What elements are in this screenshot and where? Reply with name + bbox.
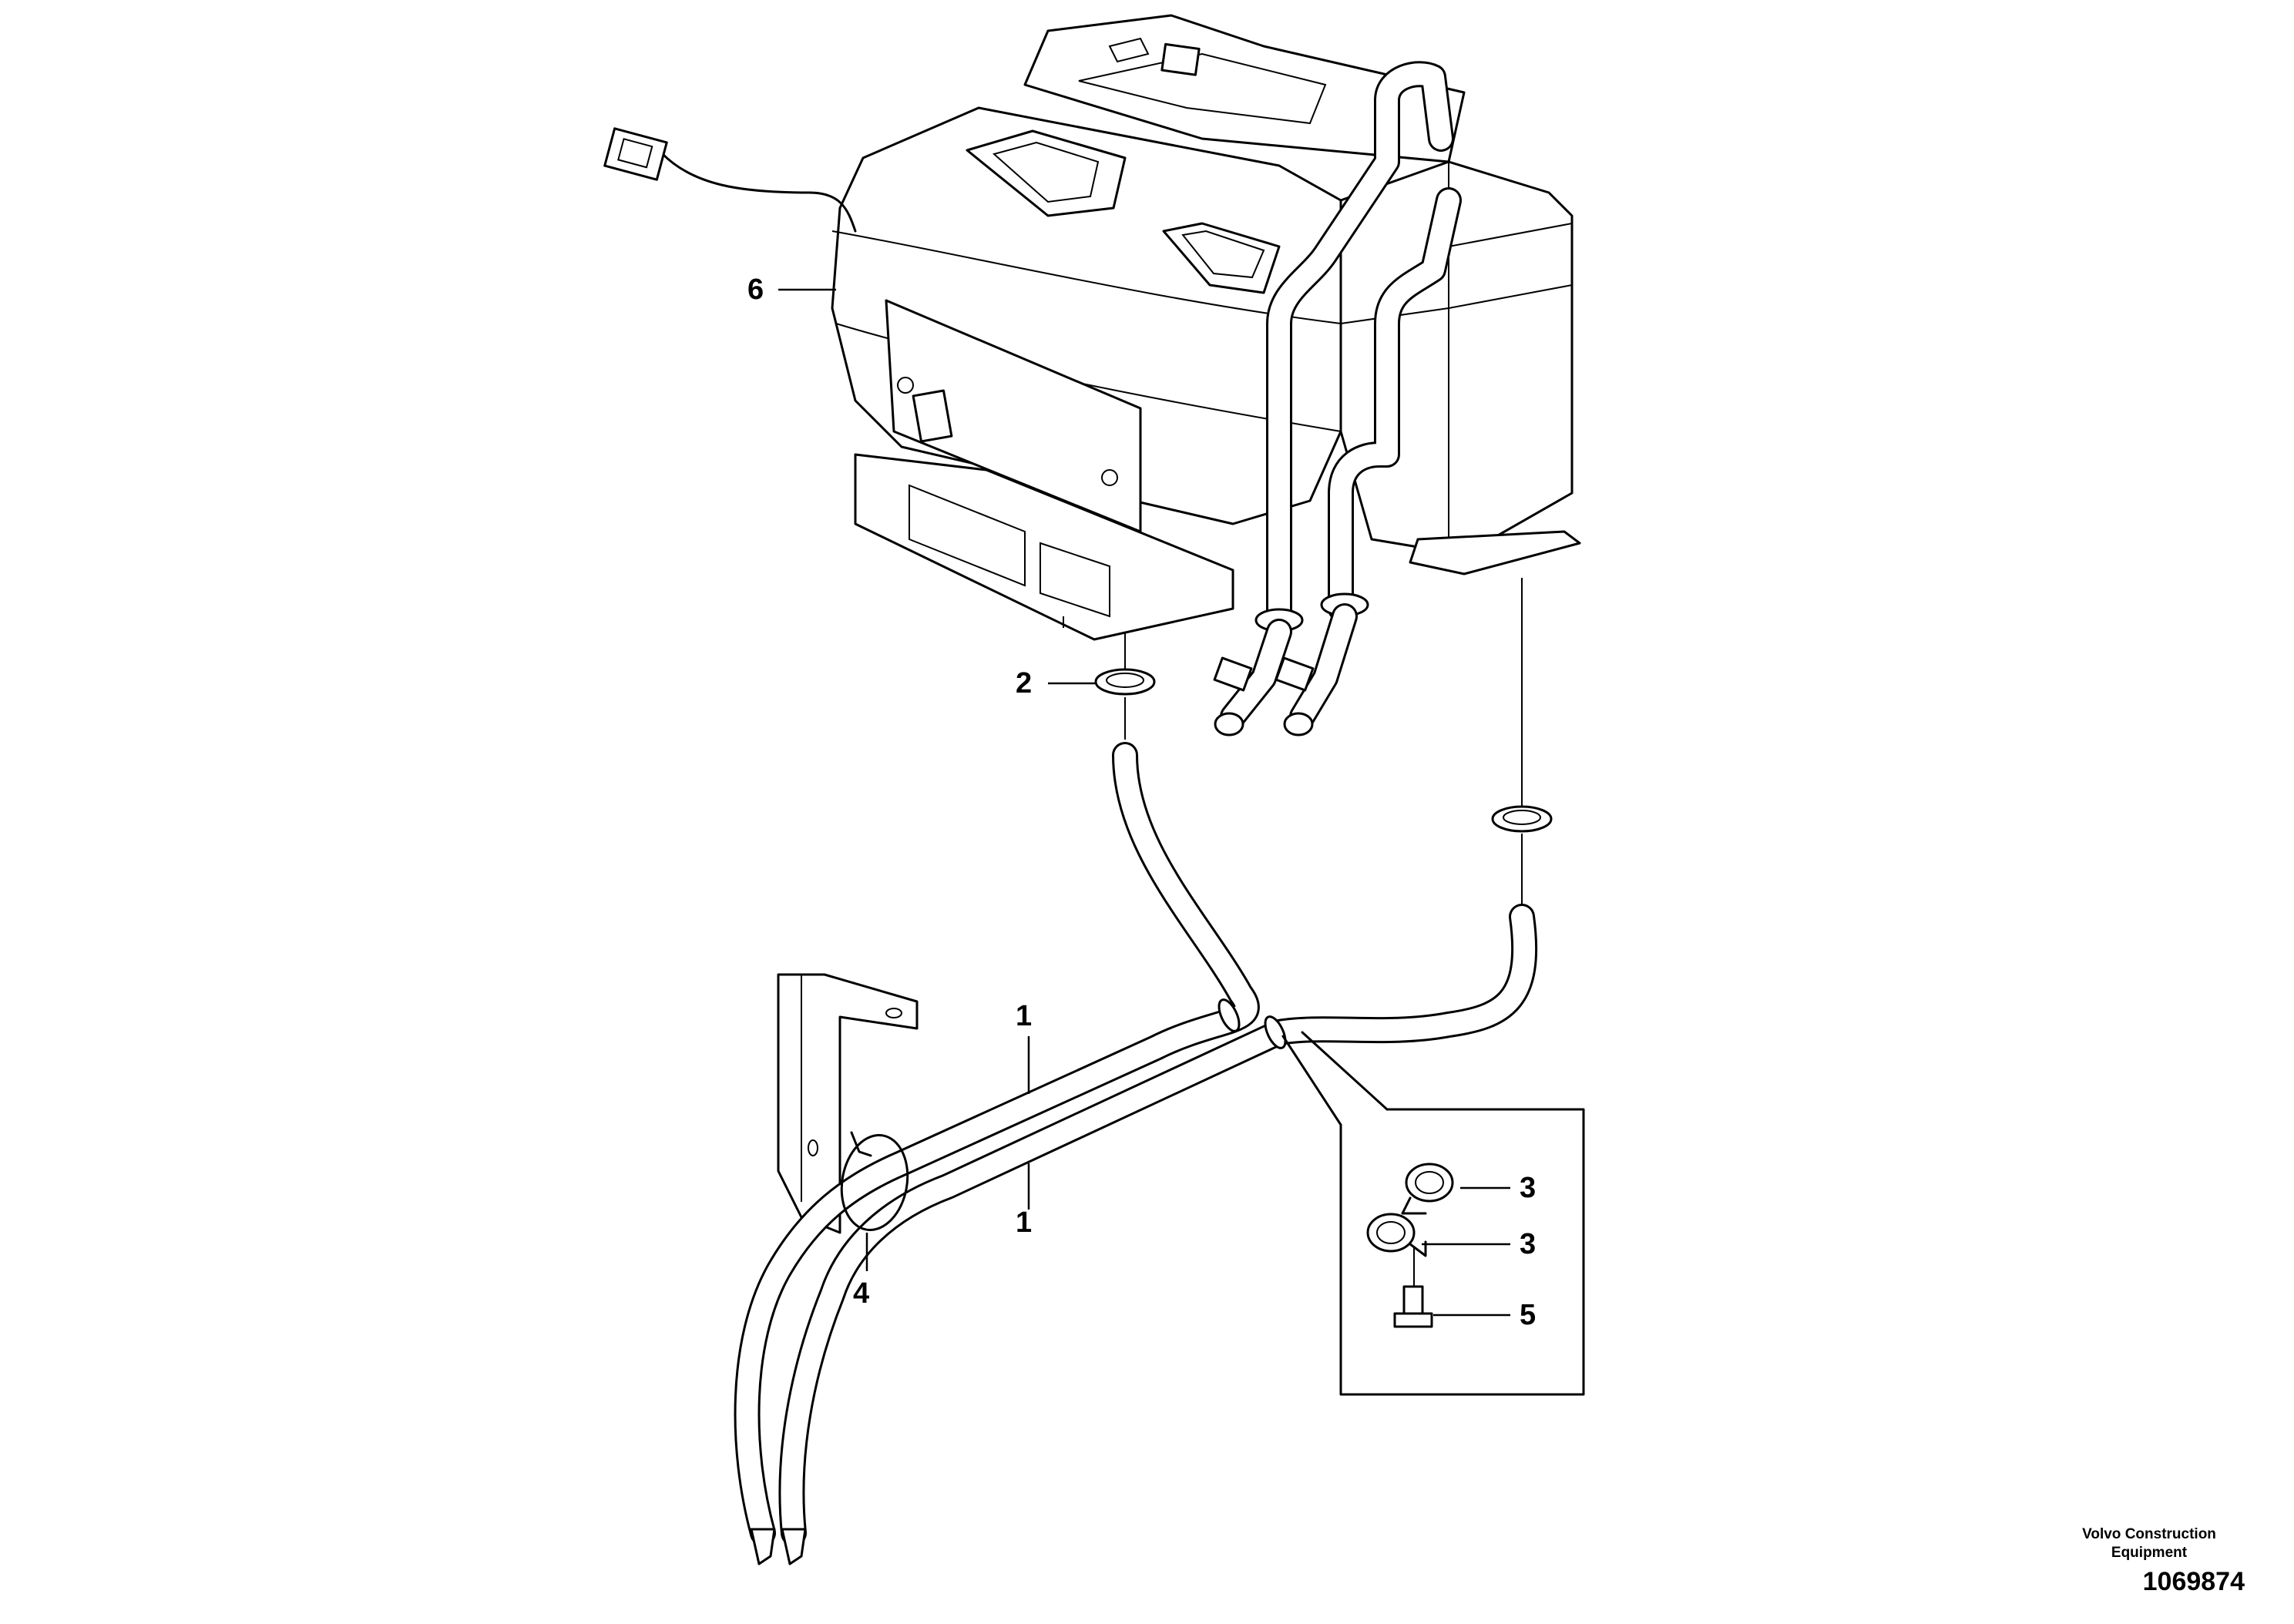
grommet-left bbox=[1094, 632, 1156, 740]
unit-pipes bbox=[1213, 61, 1462, 737]
flange-bolt bbox=[1393, 1285, 1433, 1328]
callout-6: 6 bbox=[747, 273, 764, 306]
callout-5: 5 bbox=[1520, 1299, 1537, 1331]
callout-3-lower: 3 bbox=[1520, 1228, 1537, 1260]
callout-2: 2 bbox=[1016, 667, 1033, 700]
grommet-right bbox=[1491, 578, 1553, 909]
drain-hoses bbox=[734, 742, 1538, 1565]
leader-lines bbox=[778, 288, 1510, 1317]
company-name: Volvo Construction Equipment bbox=[2082, 1526, 2216, 1561]
detail-inset bbox=[1281, 1031, 1585, 1396]
hose-clamp-upper bbox=[1401, 1163, 1454, 1215]
callout-4: 4 bbox=[853, 1277, 870, 1310]
mounting-bracket bbox=[777, 973, 919, 1234]
hvac-unit bbox=[603, 14, 1581, 641]
callout-1-upper: 1 bbox=[1016, 1000, 1033, 1032]
hose-clamp-lower bbox=[1366, 1213, 1427, 1257]
callout-1-lower: 1 bbox=[1016, 1206, 1033, 1239]
callout-3-upper: 3 bbox=[1520, 1172, 1537, 1204]
drawing-number: 1069874 bbox=[2142, 1567, 2245, 1596]
